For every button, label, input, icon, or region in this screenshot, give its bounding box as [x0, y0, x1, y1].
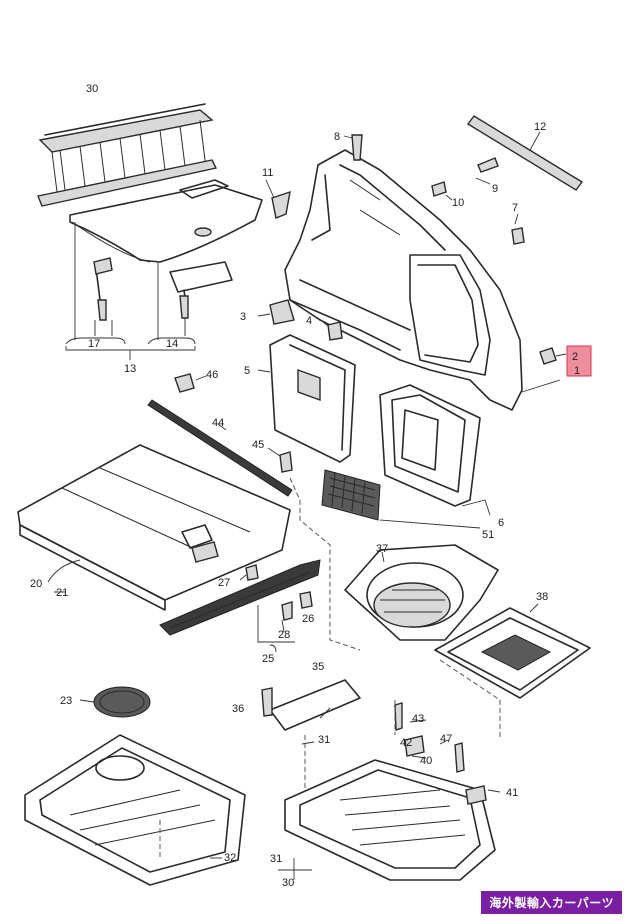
callout-23: 23 [60, 695, 72, 707]
callout-21: 21 [56, 587, 68, 599]
callout-42: 42 [400, 737, 412, 749]
callout-9: 9 [492, 183, 498, 195]
callout-2: 2 [572, 351, 578, 363]
callout-45: 45 [252, 439, 264, 451]
roller-blind-cover [37, 103, 218, 207]
callout-41: 41 [506, 787, 518, 799]
loading-sill-trim [159, 559, 321, 653]
callout-10: 10 [452, 197, 464, 209]
callout-44: 44 [212, 417, 224, 429]
callout-35: 35 [312, 661, 324, 673]
floor-tray-left [24, 734, 246, 886]
callout-17: 17 [88, 338, 100, 350]
luggage-cover-panel [65, 179, 263, 360]
callout-25: 25 [262, 653, 274, 665]
cargo-tray-mat [434, 603, 591, 699]
callout-13: 13 [124, 363, 136, 375]
callout-47: 47 [440, 733, 452, 745]
callout-14: 14 [166, 338, 178, 350]
callout-28: 28 [278, 629, 290, 641]
callout-40: 40 [420, 755, 432, 767]
callout-31-upper: 31 [318, 734, 330, 746]
callout-30-bottom: 30 [282, 877, 294, 889]
callout-labels: 30 8 12 11 9 10 7 3 4 17 14 13 5 46 44 4… [30, 83, 580, 889]
highlight-box [566, 345, 592, 377]
round-cover [79, 686, 151, 718]
callout-8: 8 [334, 131, 340, 143]
callout-20: 20 [30, 578, 42, 590]
watermark-badge: 海外製輸入カーパーツ [481, 891, 622, 914]
callout-46: 46 [206, 369, 218, 381]
floor-panel [17, 444, 291, 611]
callout-51: 51 [482, 529, 494, 541]
floor-tray-right [261, 659, 501, 881]
callout-12: 12 [534, 121, 546, 133]
callout-30-top: 30 [86, 83, 98, 95]
callout-5: 5 [244, 365, 250, 377]
callout-4: 4 [306, 315, 312, 327]
callout-26: 26 [302, 613, 314, 625]
callout-37: 37 [376, 543, 388, 555]
callout-3: 3 [240, 311, 246, 323]
callout-32: 32 [224, 852, 236, 864]
storage-lid [257, 334, 356, 463]
side-trim-panel [257, 134, 567, 411]
callout-7: 7 [512, 202, 518, 214]
floor-rail [147, 373, 361, 651]
callout-11: 11 [262, 167, 273, 179]
callout-27-sill: 27 [218, 577, 230, 589]
storage-tray [321, 384, 491, 529]
callout-38: 38 [536, 591, 548, 603]
callout-43: 43 [412, 713, 424, 725]
callout-36: 36 [232, 703, 244, 715]
callout-1: 1 [574, 365, 580, 377]
spare-wheel-insert [344, 544, 499, 641]
trim-strip [466, 115, 584, 191]
callout-6: 6 [498, 517, 504, 529]
callout-31-lower: 31 [270, 853, 282, 865]
